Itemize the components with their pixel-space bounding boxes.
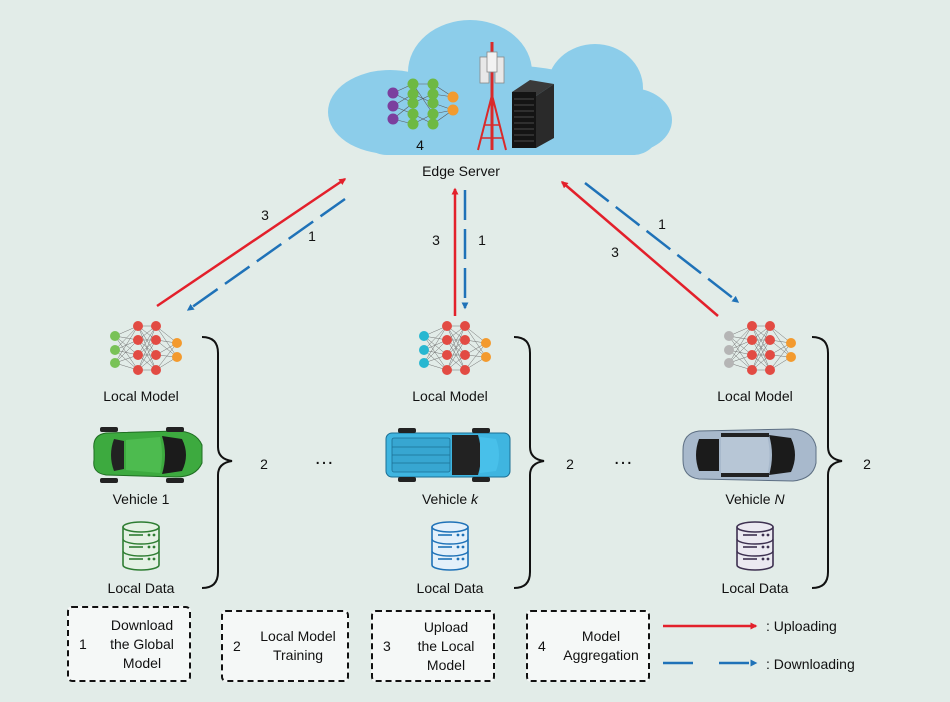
local-model-network-icon-n xyxy=(724,321,796,375)
local-data-label-1: Local Data xyxy=(107,580,175,596)
local-model-network-icon-k xyxy=(419,321,491,375)
vehicle-k-car-icon xyxy=(385,428,511,482)
aggregation-step-label: 4 xyxy=(416,137,424,153)
brace-vehicle-k xyxy=(513,336,545,589)
brace-label-k: 2 xyxy=(566,456,574,472)
antenna-tower-icon xyxy=(477,42,507,151)
local-model-label-1: Local Model xyxy=(103,388,179,404)
step-number: 4 xyxy=(538,638,546,654)
brace-vehicle-1 xyxy=(201,336,233,589)
upload-arrow-left xyxy=(156,177,347,308)
upload-arrow-right xyxy=(560,181,719,317)
local-model-label-n: Local Model xyxy=(717,388,793,404)
global-model-network-icon xyxy=(387,78,459,130)
step-number: 1 xyxy=(79,636,87,652)
vehicle-n-car-icon xyxy=(682,428,817,482)
brace-label-1: 2 xyxy=(260,456,268,472)
cloud-icon xyxy=(328,20,672,155)
vehicle-1-car-icon xyxy=(93,427,203,483)
brace-vehicle-n xyxy=(811,336,843,589)
arrow-label-mid-upload: 3 xyxy=(432,232,440,248)
step-number: 2 xyxy=(233,638,241,654)
ellipsis-2: … xyxy=(613,447,633,469)
ellipsis-1: … xyxy=(314,447,334,469)
local-model-network-icon-1 xyxy=(110,321,182,375)
legend-downloading-label: : Downloading xyxy=(766,656,855,672)
arrow-label-right-download: 1 xyxy=(658,216,666,232)
local-data-database-icon-n xyxy=(736,521,774,571)
vehicle-1-label: Vehicle 1 xyxy=(112,491,170,507)
edge-server-label: Edge Server xyxy=(422,163,500,179)
brace-label-n: 2 xyxy=(863,456,871,472)
local-data-label-k: Local Data xyxy=(416,580,484,596)
local-data-label-n: Local Data xyxy=(721,580,789,596)
vehicle-k-label: Vehicle k xyxy=(421,491,479,507)
local-data-database-icon-k xyxy=(431,521,469,571)
arrow-label-left-upload: 3 xyxy=(261,207,269,223)
download-arrow-right xyxy=(584,182,740,303)
server-rack-icon xyxy=(512,80,554,148)
arrow-label-right-upload: 3 xyxy=(611,244,619,260)
arrow-label-left-download: 1 xyxy=(308,228,316,244)
vehicle-n-label: Vehicle N xyxy=(725,491,785,507)
local-model-label-k: Local Model xyxy=(412,388,488,404)
local-data-database-icon-1 xyxy=(122,521,160,571)
legend-uploading-label: : Uploading xyxy=(766,618,837,634)
step-number: 3 xyxy=(383,638,391,654)
download-arrow-left xyxy=(186,197,346,312)
arrow-label-mid-download: 1 xyxy=(478,232,486,248)
